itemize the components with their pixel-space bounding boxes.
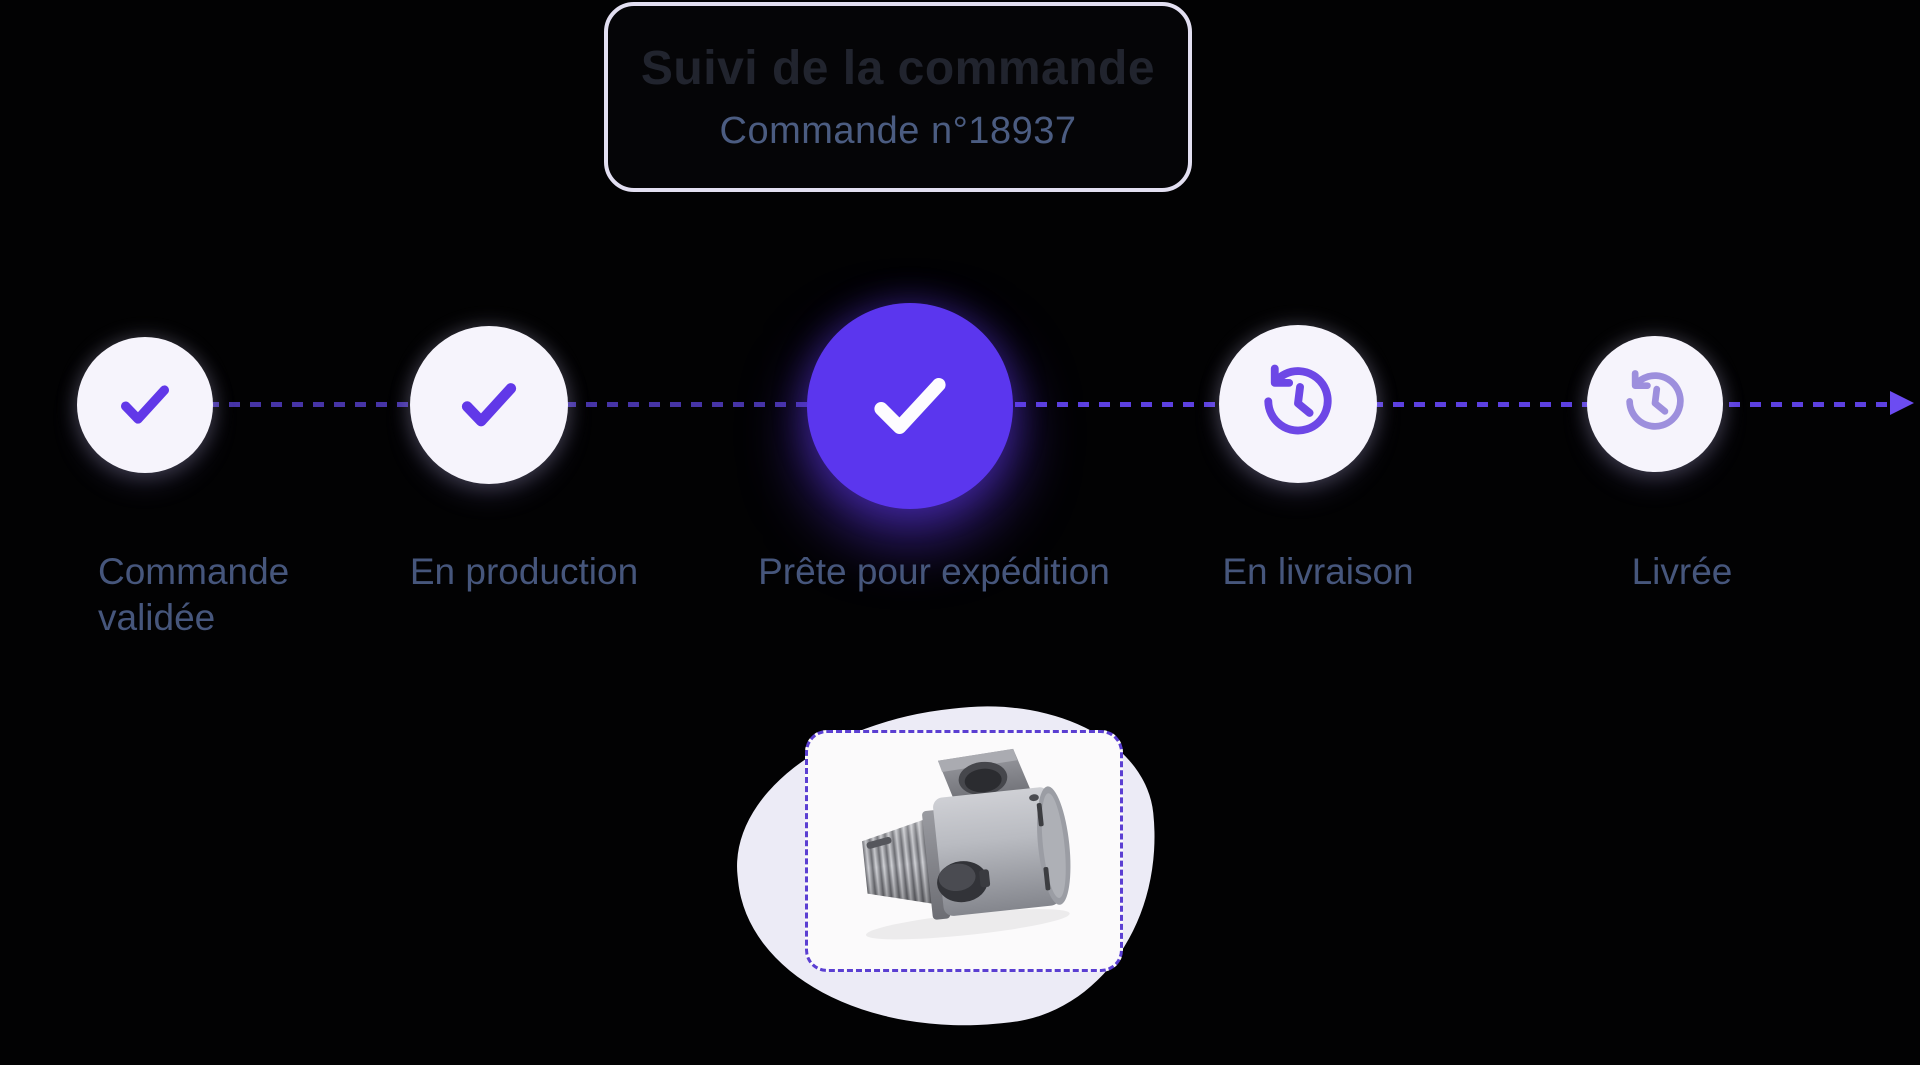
check-icon: [114, 372, 176, 439]
step-4-label: En livraison: [1222, 551, 1414, 592]
check-icon: [454, 368, 524, 443]
step-2-label: En production: [409, 551, 639, 592]
step-1-circle-commande-validee: [77, 337, 213, 473]
step-5-circle-livree: [1587, 336, 1723, 472]
page-title: Suivi de la commande: [640, 42, 1156, 95]
track-dashed-line-upcoming: [910, 402, 1894, 407]
step-3-circle-prete-pour-expedition-active: [807, 303, 1013, 509]
step-5-label: Livrée: [1631, 551, 1733, 592]
history-clock-icon: [1620, 367, 1690, 442]
step-1-label: Commande validée: [98, 551, 290, 639]
step-3-label: Prête pour expédition: [758, 551, 1110, 592]
check-icon: [862, 356, 958, 457]
product-photo-frame: [805, 730, 1123, 972]
step-4-circle-en-livraison: [1219, 325, 1377, 483]
machined-part-image: [862, 748, 1071, 940]
track-arrowhead-icon: [1890, 391, 1914, 415]
order-tracking-card: Suivi de la commande Commande n°18937: [604, 2, 1192, 192]
step-2-circle-en-production: [410, 326, 568, 484]
order-number: Commande n°18937: [719, 110, 1077, 152]
history-clock-icon: [1257, 361, 1339, 448]
